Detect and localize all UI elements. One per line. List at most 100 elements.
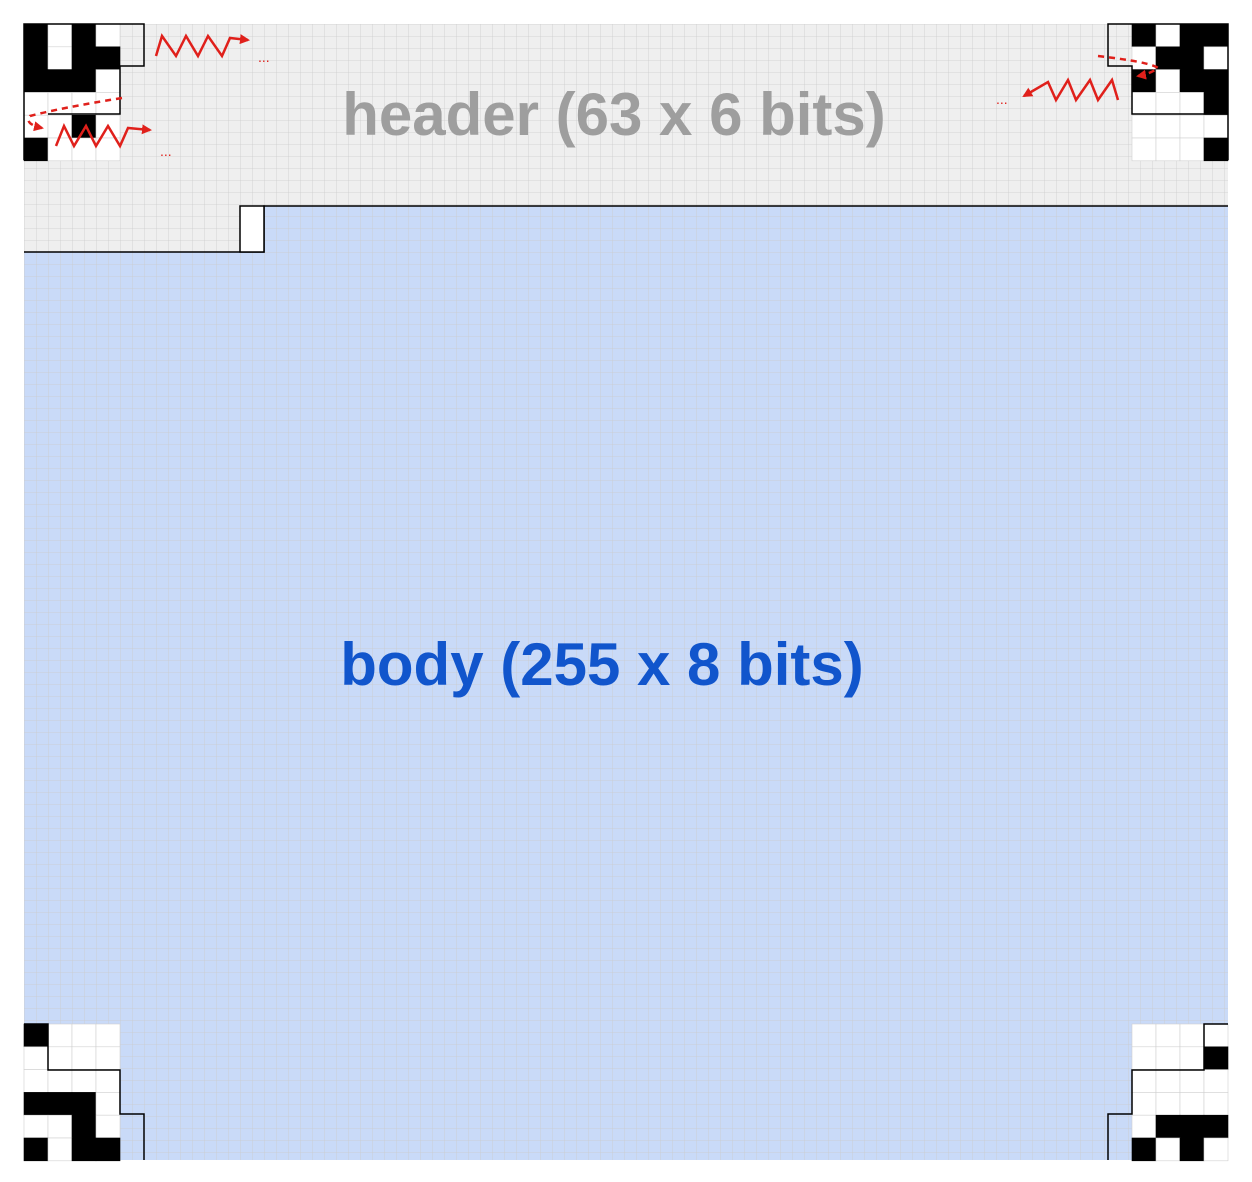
finder-cell-black <box>1203 1046 1229 1070</box>
finder-cell-white <box>1155 1046 1181 1070</box>
finder-cell-white <box>95 1092 121 1116</box>
finder-cell-black <box>47 69 73 93</box>
stair-outline-top-left <box>23 23 145 160</box>
finder-cell-black <box>71 1137 97 1162</box>
finder-cell-white <box>1179 137 1205 162</box>
finder-cell-white <box>1131 92 1157 116</box>
finder-cell-black <box>71 46 97 70</box>
finder-cell-white <box>95 69 121 93</box>
finder-cell-white <box>1203 1069 1229 1093</box>
finder-cell-white <box>95 92 121 116</box>
finder-cell-white <box>47 1023 73 1048</box>
finder-cell-white <box>1155 23 1181 48</box>
finder-cell-black <box>23 137 49 162</box>
finder-cell-white <box>47 1114 73 1139</box>
finder-cell-white <box>1155 1023 1181 1048</box>
finder-cell-white <box>1203 1137 1229 1162</box>
finder-cell-black <box>1203 92 1229 116</box>
finder-cell-black <box>23 46 49 70</box>
finder-cell-white <box>47 23 73 48</box>
finder-cell-white <box>95 1114 121 1139</box>
finder-cell-white <box>47 1046 73 1070</box>
finder-cell-black <box>95 46 121 70</box>
finder-cell-black <box>1179 23 1205 48</box>
finder-cell-white <box>1179 1092 1205 1116</box>
finder-cell-white <box>1203 1092 1229 1116</box>
finder-pattern-top-left <box>23 23 121 162</box>
finder-cell-white <box>1131 1069 1157 1093</box>
finder-cell-black <box>1203 1114 1229 1139</box>
finder-cell-black <box>71 23 97 48</box>
header-label: header (63 x 6 bits) <box>342 81 886 148</box>
finder-pattern-bottom-left <box>23 1023 121 1162</box>
finder-cell-black <box>71 1114 97 1139</box>
body-label: body (255 x 8 bits) <box>340 631 863 698</box>
finder-cell-white <box>71 1069 97 1093</box>
finder-cell-white <box>1131 114 1157 139</box>
finder-cell-white <box>95 1046 121 1070</box>
finder-cell-white <box>1155 69 1181 93</box>
finder-cell-white <box>1131 1046 1157 1070</box>
finder-cell-white <box>1155 1069 1181 1093</box>
finder-cell-white <box>95 1023 121 1048</box>
finder-cell-white <box>47 1137 73 1162</box>
dashed-return-arrow-left <box>27 96 123 132</box>
finder-cell-black <box>1179 69 1205 93</box>
ellipsis-top-left-2: ... <box>160 143 172 159</box>
finder-cell-black <box>71 114 97 139</box>
finder-cell-black <box>1131 69 1157 93</box>
finder-cell-black <box>1131 1137 1157 1162</box>
finder-cell-white <box>1155 92 1181 116</box>
finder-cell-white <box>1131 1114 1157 1139</box>
ellipsis-top-left-1: ... <box>258 49 270 65</box>
finder-cell-white <box>95 23 121 48</box>
finder-cell-black <box>1179 46 1205 70</box>
finder-cell-white <box>71 1046 97 1070</box>
boundary-notch-cell <box>239 205 265 253</box>
finder-cell-white <box>1155 1092 1181 1116</box>
finder-cell-white <box>1203 46 1229 70</box>
finder-cell-white <box>23 1114 49 1139</box>
finder-cell-white <box>1179 92 1205 116</box>
finder-cell-white <box>1179 1023 1205 1048</box>
zigzag-arrow-top-left-1 <box>154 33 250 59</box>
finder-cell-black <box>71 1092 97 1116</box>
grid-overlay <box>24 24 1228 1160</box>
finder-cell-black <box>23 1023 49 1048</box>
finder-cell-black <box>23 69 49 93</box>
stair-outline-bottom-left <box>24 1023 145 1160</box>
zigzag-arrow-top-left-2 <box>54 122 152 149</box>
dashed-return-arrow-right <box>1097 54 1161 80</box>
finder-cell-white <box>47 137 73 162</box>
finder-cell-white <box>1203 1023 1229 1048</box>
finder-cell-black <box>71 69 97 93</box>
finder-cell-white <box>1155 137 1181 162</box>
ellipsis-top-right: ... <box>996 91 1008 107</box>
finder-cell-white <box>1155 114 1181 139</box>
finder-cell-black <box>1155 1114 1181 1139</box>
stair-outline-bottom-right <box>1107 1023 1228 1160</box>
finder-cell-black <box>1131 23 1157 48</box>
finder-cell-black <box>1203 23 1229 48</box>
finder-cell-white <box>1179 1069 1205 1093</box>
finder-cell-white <box>23 114 49 139</box>
finder-cell-white <box>23 1046 49 1070</box>
finder-cell-black <box>1179 1114 1205 1139</box>
finder-pattern-bottom-right <box>1131 1023 1229 1162</box>
finder-cell-white <box>1179 1046 1205 1070</box>
finder-cell-black <box>1203 137 1229 162</box>
finder-cell-white <box>1131 1092 1157 1116</box>
finder-cell-black <box>23 23 49 48</box>
finder-cell-black <box>1155 46 1181 70</box>
finder-pattern-top-right <box>1131 23 1229 162</box>
finder-cell-white <box>47 46 73 70</box>
finder-cell-black <box>23 1137 49 1162</box>
finder-cell-black <box>47 1092 73 1116</box>
finder-cell-black <box>1179 1137 1205 1162</box>
finder-cell-white <box>1131 137 1157 162</box>
finder-cell-white <box>71 1023 97 1048</box>
finder-cell-white <box>1131 1023 1157 1048</box>
finder-cell-black <box>95 1137 121 1162</box>
scan-arrows <box>27 33 1161 149</box>
